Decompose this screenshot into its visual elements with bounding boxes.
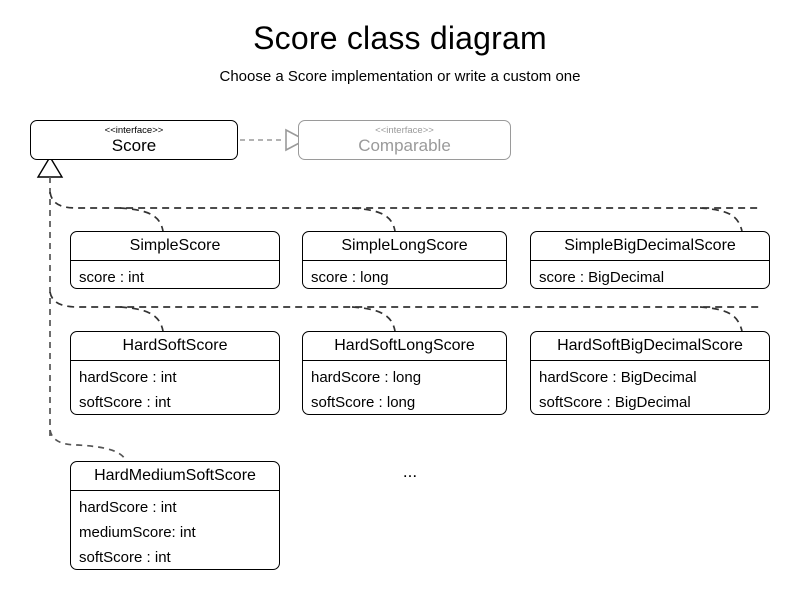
attribute-row: hardScore : int xyxy=(79,369,177,386)
realization-score-comparable xyxy=(240,128,307,152)
class-node-simple-long-score[interactable]: SimpleLongScore score : long xyxy=(302,231,507,289)
class-node-simple-big-decimal-score[interactable]: SimpleBigDecimalScore score : BigDecimal xyxy=(530,231,770,289)
class-attributes: score : int xyxy=(71,261,279,288)
attribute-row: hardScore : long xyxy=(311,369,422,386)
class-title: HardMediumSoftScore xyxy=(71,462,279,491)
class-attributes: score : BigDecimal xyxy=(531,261,769,288)
generalization-bus-row2 xyxy=(49,291,762,332)
attribute-row: hardScore : int xyxy=(79,499,177,516)
attribute-row: hardScore : BigDecimal xyxy=(539,369,697,386)
more-classes-ellipsis: ... xyxy=(402,462,418,481)
class-node-hard-soft-long-score[interactable]: HardSoftLongScore hardScore : long softS… xyxy=(302,331,507,415)
attribute-row: mediumScore: int xyxy=(79,524,196,541)
generalization-bus-row1 xyxy=(49,191,762,232)
class-attributes: hardScore : int softScore : int xyxy=(71,361,279,414)
class-attributes: hardScore : BigDecimal softScore : BigDe… xyxy=(531,361,769,414)
class-node-hard-soft-score[interactable]: HardSoftScore hardScore : int softScore … xyxy=(70,331,280,415)
attribute-row: softScore : int xyxy=(79,394,171,411)
interface-node-comparable[interactable]: <<interface>> Comparable xyxy=(298,120,511,160)
class-node-hard-soft-big-decimal-score[interactable]: HardSoftBigDecimalScore hardScore : BigD… xyxy=(530,331,770,415)
class-title: HardSoftLongScore xyxy=(303,332,506,361)
attribute-row: softScore : BigDecimal xyxy=(539,394,691,411)
stereotype-label: <<interface>> xyxy=(375,124,434,136)
class-title: HardSoftScore xyxy=(71,332,279,361)
class-title: SimpleScore xyxy=(71,232,279,261)
interface-name-label: Comparable xyxy=(358,135,451,155)
interface-name-label: Score xyxy=(111,135,157,155)
realization-arrowhead-icon xyxy=(285,128,307,152)
class-title: HardSoftBigDecimalScore xyxy=(531,332,769,361)
attribute-row: score : int xyxy=(79,269,145,286)
class-attributes: hardScore : int mediumScore: int softSco… xyxy=(71,491,279,569)
generalization-branch-hard-medium-soft xyxy=(49,429,127,462)
class-node-hard-medium-soft-score[interactable]: HardMediumSoftScore hardScore : int medi… xyxy=(70,461,280,570)
class-title: SimpleBigDecimalScore xyxy=(531,232,769,261)
attribute-row: softScore : int xyxy=(79,549,171,566)
page-subtitle: Choose a Score implementation or write a… xyxy=(219,68,581,85)
attribute-row: score : BigDecimal xyxy=(539,269,665,286)
attribute-row: score : long xyxy=(311,269,389,286)
attribute-row: softScore : long xyxy=(311,394,416,411)
class-attributes: score : long xyxy=(303,261,506,288)
stereotype-label: <<interface>> xyxy=(104,124,164,136)
generalization-triangle-icon xyxy=(36,155,64,178)
page-title: Score class diagram xyxy=(253,20,547,56)
class-node-simple-score[interactable]: SimpleScore score : int xyxy=(70,231,280,289)
class-title: SimpleLongScore xyxy=(303,232,506,261)
interface-node-score[interactable]: <<interface>> Score xyxy=(30,120,238,160)
class-attributes: hardScore : long softScore : long xyxy=(303,361,506,414)
